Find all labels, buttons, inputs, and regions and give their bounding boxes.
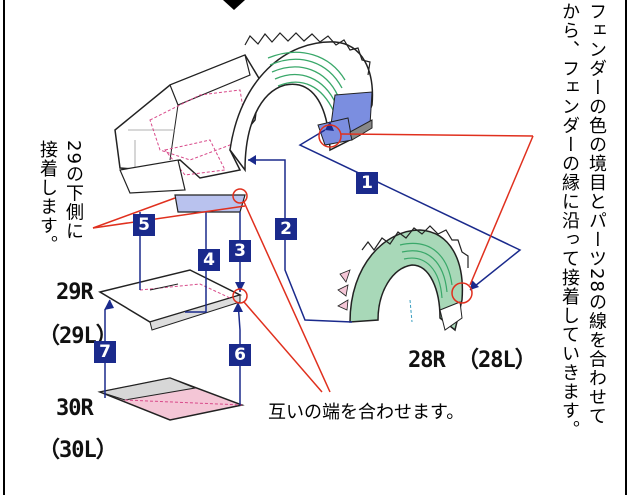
instruction-line-1: フェンダーの色の境目とパーツ28の線を合わせて: [586, 2, 607, 426]
part-30r-label: 30R: [56, 396, 94, 421]
step-4-badge: 4: [198, 249, 220, 271]
part-29r-label: 29R: [56, 280, 94, 305]
red-callouts: [92, 124, 534, 393]
bottom-note: 互いの端を合わせます。: [268, 402, 465, 423]
top-arrow: [223, 0, 245, 10]
step-5-badge: 5: [133, 214, 155, 236]
left-note-line-1: 29の下側に: [63, 140, 84, 241]
guide-arrowheads: [104, 121, 479, 312]
part-28-fender: [337, 225, 469, 332]
part-28-label: 28R （28L）: [408, 348, 537, 373]
step-7-badge: 7: [94, 341, 116, 363]
left-note-line-2: 接着します。: [37, 140, 58, 254]
upper-fender-assembly: [114, 32, 374, 213]
part-30l-label: （30L）: [38, 438, 118, 463]
part-29-plate: [98, 269, 243, 331]
step-3-badge: 3: [229, 240, 251, 262]
part-30-wedge: [97, 377, 245, 421]
instruction-line-2: から、フェンダーの縁に沿って接着していきます。: [559, 2, 580, 439]
step-6-badge: 6: [229, 344, 251, 366]
step-1-badge: 1: [356, 172, 378, 194]
step-2-badge: 2: [275, 218, 297, 240]
